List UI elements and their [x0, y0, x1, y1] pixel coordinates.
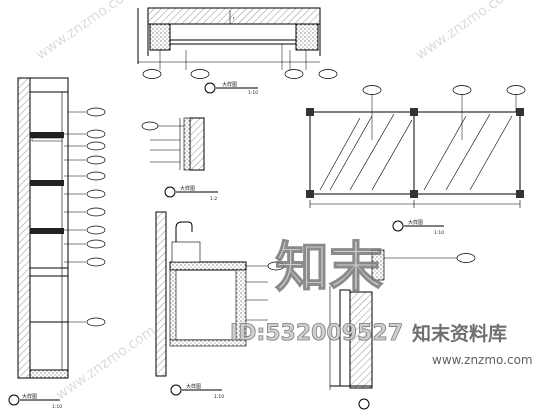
watermark-url: www.znzmo.com: [432, 353, 533, 367]
washbasin-section-scale: 1:10: [214, 394, 224, 400]
wall-section-title: 大样图: [180, 185, 195, 192]
watermark-url-bl: www.znzmo.com: [53, 323, 158, 403]
glass-plan-title: 大样图: [408, 219, 423, 226]
watermark: 知末 ID:532009527 知末资料库 www.znzmo.com www.…: [33, 0, 533, 403]
watermark-brand: 知末资料库: [412, 322, 507, 345]
watermark-url-tl: www.znzmo.com: [33, 0, 138, 63]
top-section-title: 大样图: [222, 81, 237, 88]
watermark-url-tr: www.znzmo.com: [413, 0, 518, 63]
left-elevation-scale: 1:10: [52, 404, 62, 410]
washbasin-section-title: 大样图: [186, 383, 201, 390]
bottom-right-section: [329, 249, 476, 410]
top-section-detail: ↑ 大样图 1:10: [137, 7, 338, 96]
left-elevation: 大样图 1:10: [8, 77, 106, 410]
washbasin-section: 大样图 1:10: [155, 211, 285, 400]
wall-section-detail: 大样图 1:2: [141, 117, 218, 202]
watermark-id: ID:532009527: [230, 321, 403, 346]
watermark-logo: 知末: [275, 236, 383, 299]
wall-section-scale: 1:2: [210, 196, 217, 202]
left-elevation-title: 大样图: [22, 393, 37, 400]
svg-text:↑: ↑: [232, 16, 235, 21]
glass-plan-scale: 1:10: [434, 230, 444, 236]
glass-plan: 大样图 1:10: [306, 85, 526, 236]
top-section-scale: 1:10: [248, 90, 258, 96]
